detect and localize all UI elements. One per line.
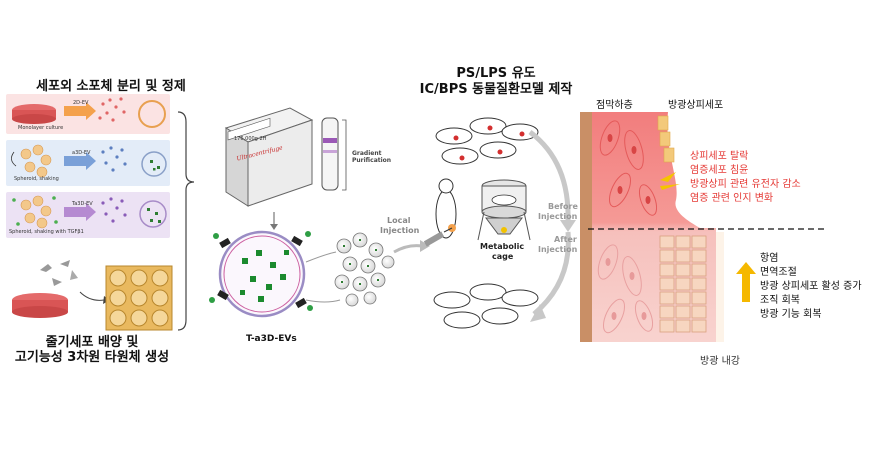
culture-label-monolayer: Monolayer culture xyxy=(18,125,64,131)
injection-arrow xyxy=(393,244,423,254)
gradient-label-line1: Gradient xyxy=(352,150,382,157)
panel3-title-line2: IC/BPS 동물질환모델 제작 xyxy=(419,82,573,97)
gradient-label-line2: Purification xyxy=(352,157,392,164)
cage-label-line2: cage xyxy=(492,252,514,261)
culture-label-spheroid-tgf: Spheroid, shaking with TGFβ1 xyxy=(9,229,84,235)
rat-injection xyxy=(423,178,457,247)
rats-before xyxy=(435,117,539,165)
ev-label-2d: 2D-EV xyxy=(73,100,89,106)
bladder-tissue xyxy=(580,112,724,342)
recovery-list: 항염 면역조절 방광 상피세포 활성 증가 조직 회복 방광 기능 회복 xyxy=(760,252,862,322)
recovery-item: 면역조절 xyxy=(760,267,797,278)
t-a3d-ev-label: T-a3D-EVs xyxy=(246,334,297,344)
label-submucosa: 점막하층 xyxy=(596,100,633,111)
culture-row-monolayer xyxy=(6,94,170,134)
recovery-item: 방광 기능 회복 xyxy=(760,309,822,320)
panel1-bottom-title-line1: 줄기세포 배양 및 xyxy=(45,335,139,350)
after-label-line1: After xyxy=(554,235,577,244)
damage-item: 방광상피 관련 유전자 감소 xyxy=(690,179,801,190)
culture-label-spheroid: Spheroid, shaking xyxy=(14,176,59,182)
after-label-line2: Injection xyxy=(538,245,578,254)
injection-label-line1: Local xyxy=(387,216,411,225)
ev-label-a3d: a3D-EV xyxy=(72,150,91,156)
panel1-title: 세포외 소포체 분리 및 정제 xyxy=(36,79,186,94)
damage-item: 상피세포 탈락 xyxy=(690,151,749,162)
injection-label-line2: Injection xyxy=(380,226,420,235)
metabolic-cage xyxy=(477,179,531,241)
t-a3d-ev-illustration xyxy=(209,230,313,318)
spheroid-well-plate xyxy=(105,265,173,331)
up-arrow-icon xyxy=(736,262,756,302)
ev-label-ta3d: Ta3D-EV xyxy=(72,201,93,207)
label-epithelium: 방광상피세포 xyxy=(668,100,724,111)
damage-list: 상피세포 탈락 염증세포 침윤 방광상피 관련 유전자 감소 염증 관련 인지 … xyxy=(690,150,801,206)
stem-cell-culture xyxy=(12,260,110,318)
ultracentrifuge xyxy=(224,107,314,207)
grouping-brace xyxy=(177,111,195,331)
rats-after xyxy=(433,283,539,329)
recovery-item: 방광 상피세포 활성 증가 xyxy=(760,281,862,292)
recovery-item: 조직 회복 xyxy=(760,295,800,306)
ev-cluster xyxy=(334,232,395,307)
recovery-item: 항염 xyxy=(760,253,779,264)
culture-row-spheroid xyxy=(6,140,170,186)
panel1-bottom-title-line2: 고기능성 3차원 타원체 생성 xyxy=(14,350,170,365)
panel3-title-line1: PS/LPS 유도 xyxy=(456,66,536,81)
before-arrow xyxy=(528,130,571,223)
cage-label-line1: Metabolic xyxy=(480,242,525,251)
before-label-line2: Injection xyxy=(538,212,578,221)
damage-item: 염증세포 침윤 xyxy=(690,165,749,176)
culture-row-spheroid-tgf xyxy=(6,192,170,238)
damage-item: 염증 관련 인지 변화 xyxy=(690,193,774,204)
damage-burst-icon xyxy=(660,172,680,200)
before-label-line1: Before xyxy=(548,202,578,211)
centrifuge-speed-label: 176,000g 2H xyxy=(234,136,267,142)
gradient-tube xyxy=(321,117,347,191)
bladder-lumen-label: 방광 내강 xyxy=(700,356,740,367)
